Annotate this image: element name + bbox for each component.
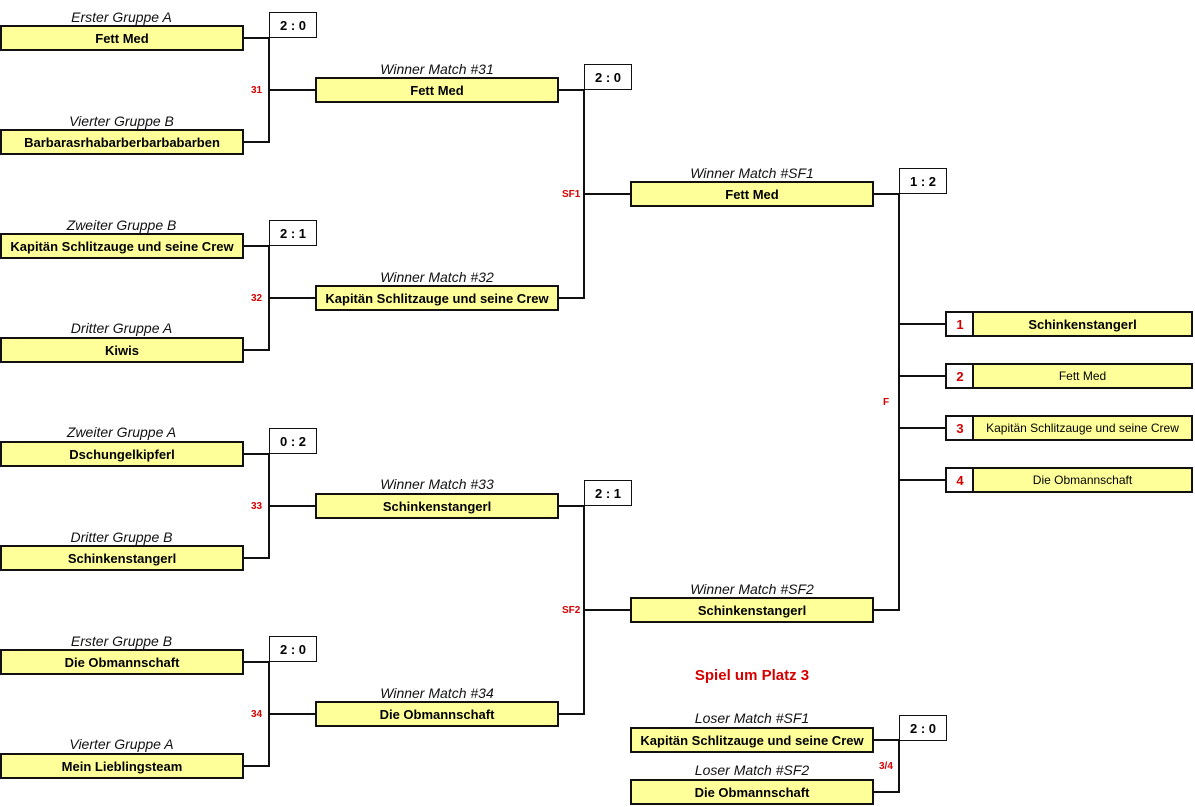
team-box: Schinkenstangerl — [0, 545, 244, 571]
connector-line — [268, 505, 316, 507]
connector-line — [243, 765, 270, 767]
match-number: 31 — [251, 85, 263, 96]
match-number: 32 — [251, 293, 263, 304]
match-number: SF1 — [562, 189, 581, 200]
connector-line — [243, 557, 270, 559]
team-box: Fett Med — [0, 25, 244, 51]
connector-line — [243, 453, 270, 455]
connector-line — [898, 323, 946, 325]
winner-label: Winner Match #33 — [380, 476, 494, 492]
team-box: Kiwis — [0, 337, 244, 363]
connector-line — [873, 739, 900, 741]
seed-label: Erster Gruppe A — [71, 9, 172, 25]
winner-label: Winner Match #32 — [380, 269, 494, 285]
ranking-team: Kapitän Schlitzauge und seine Crew — [972, 415, 1193, 441]
team-box: Mein Lieblingsteam — [0, 753, 244, 779]
connector-line — [898, 427, 946, 429]
winner-label: Winner Match #SF1 — [690, 165, 814, 181]
team-box: Barbarasrhabarberbarbabarben — [0, 129, 244, 155]
connector-line — [898, 739, 900, 793]
ranking-team: Die Obmannschaft — [972, 467, 1193, 493]
team-box: Schinkenstangerl — [630, 597, 874, 623]
connector-line — [243, 245, 270, 247]
connector-line — [558, 505, 585, 507]
rank-number: 1 — [945, 311, 974, 337]
connector-line — [243, 349, 270, 351]
team-box: Schinkenstangerl — [315, 493, 559, 519]
winner-label: Winner Match #34 — [380, 685, 494, 701]
connector-line — [898, 479, 946, 481]
connector-line — [873, 193, 900, 195]
connector-line — [268, 713, 316, 715]
connector-line — [558, 713, 585, 715]
connector-line — [558, 89, 585, 91]
match-score: 2 : 0 — [899, 715, 947, 741]
seed-label: Vierter Gruppe B — [69, 113, 174, 129]
team-box: Kapitän Schlitzauge und seine Crew — [630, 727, 874, 753]
connector-line — [243, 37, 270, 39]
connector-line — [268, 297, 316, 299]
seed-label: Dritter Gruppe A — [70, 320, 173, 336]
team-box: Dschungelkipferl — [0, 441, 244, 467]
match-number: 34 — [251, 709, 263, 720]
connector-line — [558, 297, 585, 299]
team-box: Fett Med — [315, 77, 559, 103]
seed-label: Zweiter Gruppe B — [66, 217, 177, 233]
team-box: Kapitän Schlitzauge und seine Crew — [315, 285, 559, 311]
seed-label: Dritter Gruppe B — [70, 529, 173, 545]
winner-label: Winner Match #31 — [380, 61, 494, 77]
ranking-team: Fett Med — [972, 363, 1193, 389]
match-score: 2 : 0 — [269, 636, 317, 662]
connector-line — [898, 375, 946, 377]
connector-line — [873, 609, 900, 611]
match-number: 3/4 — [879, 761, 893, 772]
rank-number: 3 — [945, 415, 974, 441]
match-score: 0 : 2 — [269, 428, 317, 454]
connector-line — [583, 193, 631, 195]
winner-label: Winner Match #SF2 — [690, 581, 814, 597]
connector-line — [583, 609, 631, 611]
match-score: 2 : 0 — [269, 12, 317, 38]
rank-number: 2 — [945, 363, 974, 389]
match-score: 1 : 2 — [899, 168, 947, 194]
seed-label: Vierter Gruppe A — [69, 736, 174, 752]
match-score: 2 : 1 — [269, 220, 317, 246]
loser-label: Loser Match #SF2 — [694, 762, 810, 778]
seed-label: Zweiter Gruppe A — [66, 424, 177, 440]
match-number: F — [883, 397, 890, 408]
team-box: Die Obmannschaft — [630, 779, 874, 805]
team-box: Die Obmannschaft — [0, 649, 244, 675]
ranking-team: Schinkenstangerl — [972, 311, 1193, 337]
third-place-title: Spiel um Platz 3 — [694, 667, 810, 684]
connector-line — [873, 791, 900, 793]
connector-line — [243, 661, 270, 663]
seed-label: Erster Gruppe B — [70, 633, 173, 649]
team-box: Fett Med — [630, 181, 874, 207]
team-box: Kapitän Schlitzauge und seine Crew — [0, 233, 244, 259]
rank-number: 4 — [945, 467, 974, 493]
match-number: 33 — [251, 501, 263, 512]
connector-line — [243, 141, 270, 143]
connector-line — [268, 89, 316, 91]
team-box: Die Obmannschaft — [315, 701, 559, 727]
loser-label: Loser Match #SF1 — [694, 710, 810, 726]
match-number: SF2 — [562, 605, 581, 616]
match-score: 2 : 0 — [584, 64, 632, 90]
match-score: 2 : 1 — [584, 480, 632, 506]
connector-line — [898, 193, 900, 611]
